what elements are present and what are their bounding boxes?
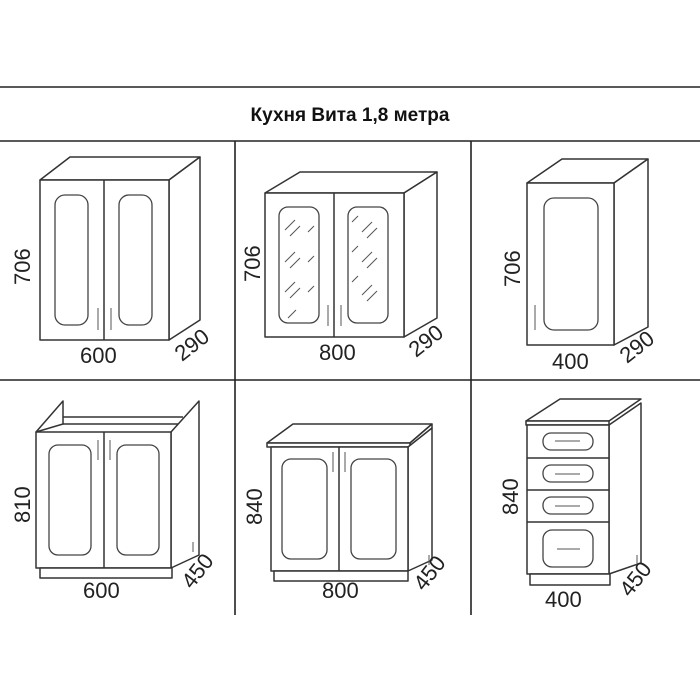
width-label: 600 bbox=[83, 578, 120, 603]
cabinet-base-800: 840 800 450 bbox=[242, 423, 451, 603]
cabinet-upper-400: 706 400 290 bbox=[500, 158, 659, 374]
height-label: 706 bbox=[10, 248, 35, 285]
height-label: 840 bbox=[498, 478, 523, 515]
width-label: 800 bbox=[319, 340, 356, 365]
height-label: 840 bbox=[242, 488, 267, 525]
cabinet-upper-600: 706 600 290 bbox=[10, 156, 214, 368]
height-label: 706 bbox=[240, 245, 265, 282]
page-title: Кухня Вита 1,8 метра bbox=[251, 105, 450, 126]
width-label: 800 bbox=[322, 578, 359, 603]
height-label: 706 bbox=[500, 250, 525, 287]
width-label: 400 bbox=[545, 587, 582, 612]
width-label: 600 bbox=[80, 343, 117, 368]
drawer-handles bbox=[542, 432, 594, 568]
cabinet-drawer-base-400: 840 400 450 bbox=[498, 398, 657, 612]
glass-reflection-marks bbox=[284, 215, 378, 319]
cabinet-upper-glass-800: 706 800 290 bbox=[240, 171, 448, 365]
height-label: 810 bbox=[10, 486, 35, 523]
cabinet-sink-base-600: 810 600 450 bbox=[10, 400, 219, 603]
width-label: 400 bbox=[552, 349, 589, 374]
grid-lines bbox=[0, 86, 700, 615]
